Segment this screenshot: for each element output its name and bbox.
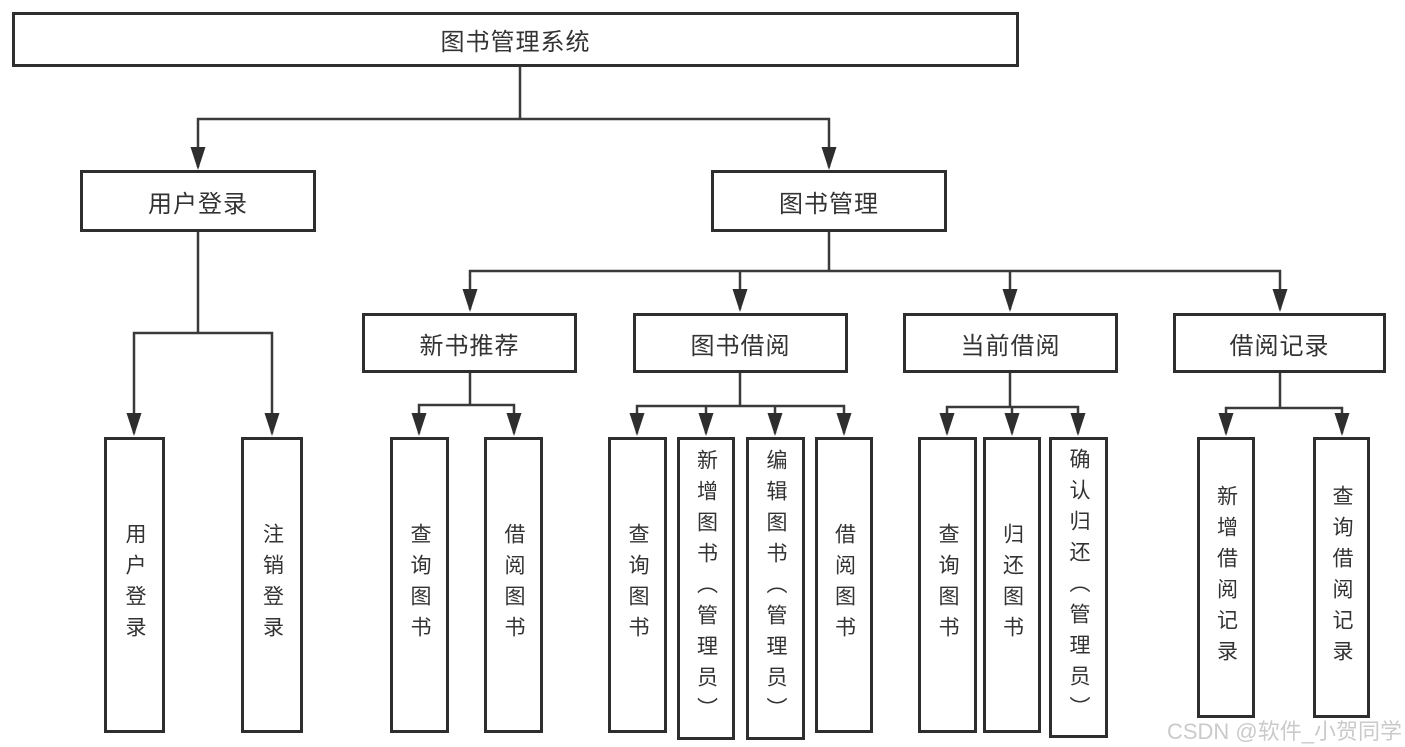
leaf-borrow-add-books-admin: 新增图书（管理员）	[677, 437, 735, 740]
leaf-borrow-borrow-books: 借阅图书	[815, 437, 873, 733]
connector-userlogin-to-leaves	[132, 230, 274, 434]
leaf-current-query-books: 查询图书	[918, 437, 977, 733]
connector-newbook-to-leaves	[417, 371, 516, 434]
leaf-current-return-books-label: 归还图书	[1000, 523, 1024, 647]
connector-records-to-leaves	[1224, 371, 1344, 434]
node-book-borrowing: 图书借阅	[633, 313, 848, 373]
node-library-management-system: 图书管理系统	[12, 12, 1019, 67]
leaf-current-confirm-return-admin: 确认归还（管理员）	[1049, 437, 1108, 738]
leaf-logout-login: 注销登录	[241, 437, 303, 733]
node-new-book-recommend: 新书推荐	[362, 313, 577, 373]
leaf-borrow-query-books-label: 查询图书	[626, 523, 649, 647]
leaf-current-confirm-return-admin-label: 确认归还（管理员）	[1067, 448, 1090, 727]
leaf-borrow-query-books: 查询图书	[608, 437, 667, 733]
leaf-newbook-borrow-books: 借阅图书	[484, 437, 543, 733]
node-current-borrowing-label: 当前借阅	[960, 332, 1061, 360]
connector-bookmgmt-to-level3	[468, 230, 1282, 310]
leaf-borrow-edit-books-admin-label: 编辑图书（管理员）	[764, 449, 787, 728]
node-library-management-system-label: 图书管理系统	[440, 29, 591, 56]
leaf-borrow-add-books-admin-label: 新增图书（管理员）	[694, 449, 718, 728]
leaf-current-return-books: 归还图书	[983, 437, 1041, 733]
connector-currentborrow-to-leaves	[945, 371, 1080, 434]
leaf-borrow-borrow-books-label: 借阅图书	[832, 523, 856, 647]
leaf-user-login: 用户登录	[104, 437, 165, 733]
node-user-login: 用户登录	[80, 170, 316, 232]
leaf-newbook-query-books-label: 查询图书	[408, 523, 431, 647]
leaf-newbook-query-books: 查询图书	[390, 437, 449, 733]
node-borrowing-records: 借阅记录	[1173, 313, 1386, 373]
leaf-records-add-record: 新增借阅记录	[1197, 437, 1255, 718]
connector-root-to-level2	[196, 65, 831, 168]
leaf-records-add-record-label: 新增借阅记录	[1214, 484, 1238, 671]
leaf-logout-login-label: 注销登录	[260, 523, 284, 647]
leaf-current-query-books-label: 查询图书	[936, 523, 959, 647]
leaf-records-query-record: 查询借阅记录	[1313, 437, 1370, 718]
node-borrowing-records-label: 借阅记录	[1229, 332, 1330, 360]
node-user-login-label: 用户登录	[148, 190, 248, 218]
connector-bookborrow-to-leaves	[635, 371, 846, 434]
leaf-records-query-record-label: 查询借阅记录	[1330, 484, 1353, 671]
csdn-watermark: CSDN @软件_小贺同学	[1166, 719, 1402, 744]
node-book-management-label: 图书管理	[779, 190, 879, 218]
leaf-user-login-label: 用户登录	[123, 523, 146, 647]
node-book-borrowing-label: 图书借阅	[690, 332, 791, 360]
node-current-borrowing: 当前借阅	[903, 313, 1118, 373]
node-new-book-recommend-label: 新书推荐	[419, 332, 520, 360]
leaf-newbook-borrow-books-label: 借阅图书	[502, 523, 525, 647]
leaf-borrow-edit-books-admin: 编辑图书（管理员）	[746, 437, 805, 740]
node-book-management: 图书管理	[711, 170, 947, 232]
